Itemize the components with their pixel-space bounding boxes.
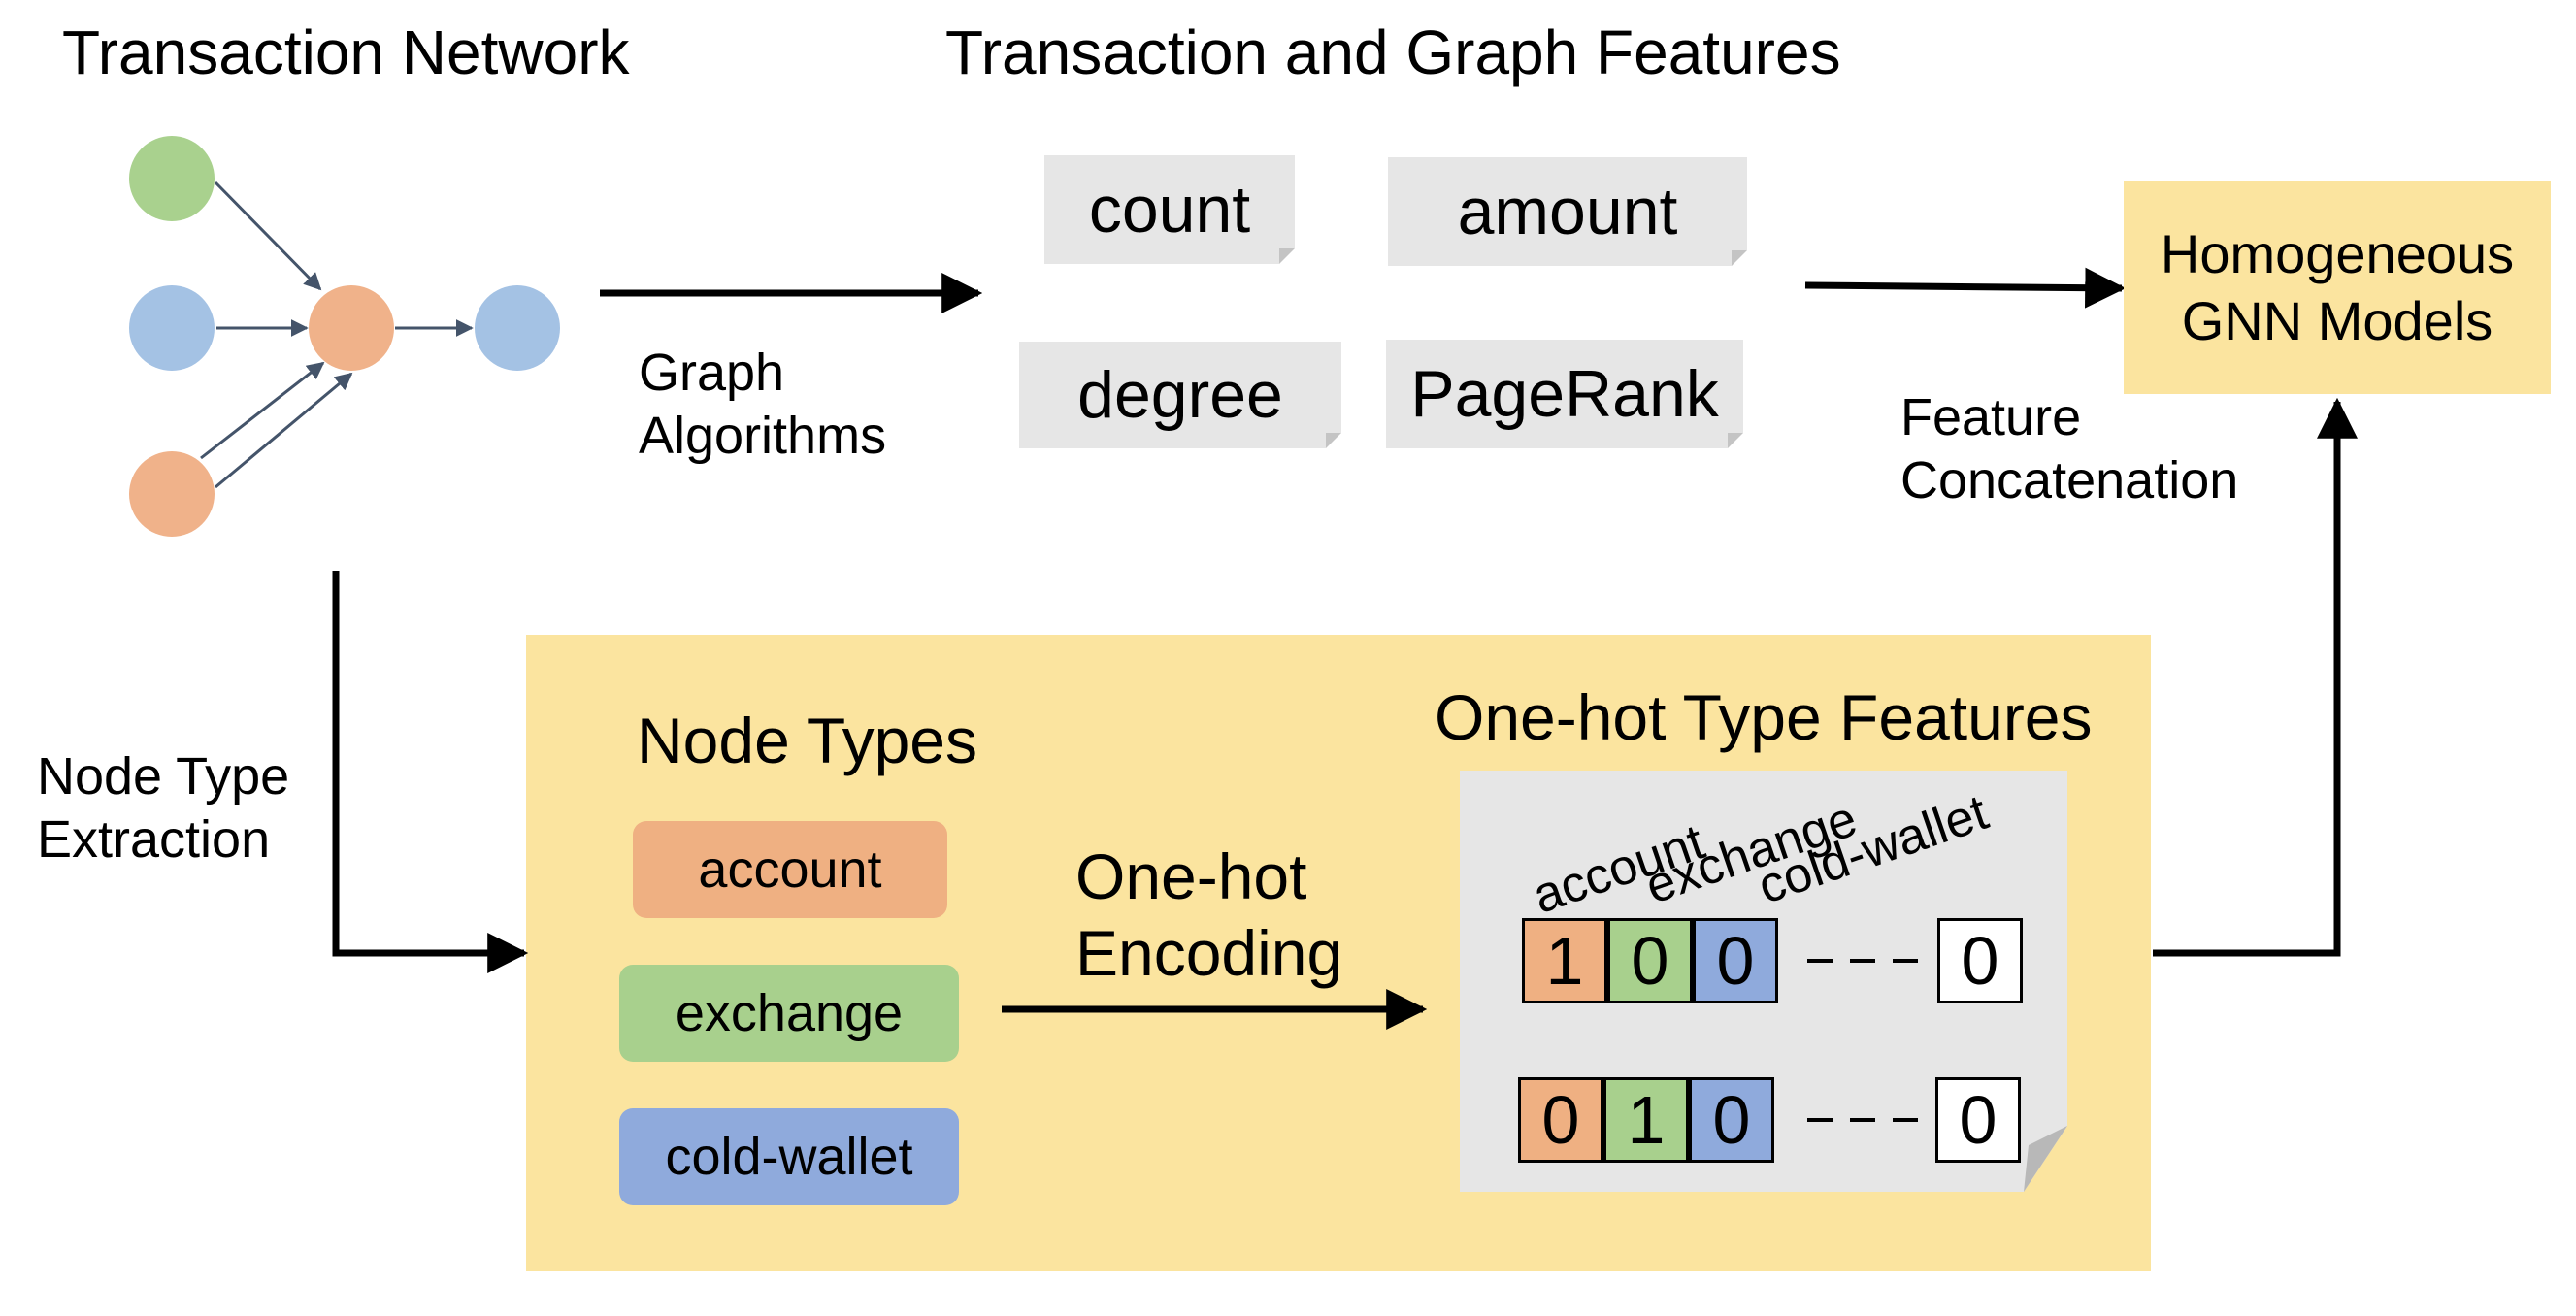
- onehot-cell: 0: [1689, 1077, 1774, 1163]
- feature-note-amount: amount: [1388, 157, 1747, 266]
- node-type-extraction-arrow: [332, 571, 529, 973]
- network-node-blue-right: [475, 285, 560, 371]
- network-node-orange-center: [309, 285, 394, 371]
- feature-note-pagerank: PageRank: [1386, 340, 1743, 448]
- onehot-cell: 0: [1937, 918, 2023, 1003]
- node-type-label: cold-wallet: [665, 1128, 913, 1186]
- note-fold: [1279, 248, 1295, 264]
- onehot-cell: 1: [1522, 918, 1607, 1003]
- network-node-orange-bottom: [129, 451, 215, 537]
- feature-label: PageRank: [1410, 357, 1719, 431]
- feature-label: amount: [1457, 175, 1678, 248]
- feature-note-count: count: [1044, 155, 1295, 264]
- onehot-cell: 0: [1607, 918, 1693, 1003]
- feature-concat-arrow: [1804, 267, 2127, 309]
- panel-to-gnn-arrow: [2153, 397, 2358, 957]
- note-fold: [1732, 250, 1747, 266]
- onehot-cell: 0: [1518, 1077, 1603, 1163]
- gnn-models-box: Homogeneous GNN Models: [2124, 181, 2551, 394]
- feature-note-degree: degree: [1019, 342, 1341, 448]
- onehot-cell: 1: [1603, 1077, 1689, 1163]
- node-types-title: Node Types: [637, 705, 978, 776]
- node-type-label: account: [698, 840, 882, 899]
- node-type-extraction-label: Node Type Extraction: [37, 747, 290, 869]
- feature-label: degree: [1077, 358, 1283, 432]
- gnn-models-label: Homogeneous GNN Models: [2160, 222, 2515, 351]
- network-node-blue-left: [129, 285, 215, 371]
- network-edge: [214, 181, 322, 291]
- node-type-label: exchange: [675, 984, 904, 1042]
- graph-algorithms-label: Graph Algorithms: [639, 344, 887, 465]
- one-hot-encoding-label: One-hot Encoding: [1075, 840, 1343, 990]
- note-fold: [1326, 433, 1341, 448]
- network-edge: [200, 361, 325, 460]
- note-fold: [1728, 433, 1743, 448]
- onehot-cell: 0: [1693, 918, 1778, 1003]
- node-type-cold-wallet: cold-wallet: [619, 1108, 959, 1205]
- feature-concatenation-label: Feature Concatenation: [1900, 388, 2239, 510]
- features-title: Transaction and Graph Features: [945, 17, 1841, 87]
- node-type-account: account: [633, 821, 947, 918]
- feature-label: count: [1088, 173, 1251, 247]
- transaction-network-title: Transaction Network: [62, 17, 630, 87]
- node-type-exchange: exchange: [619, 965, 959, 1062]
- network-edge: [215, 372, 353, 489]
- onehot-features-title: One-hot Type Features: [1435, 681, 2093, 753]
- onehot-cell: 0: [1935, 1077, 2021, 1163]
- onehot-note-fold: [2024, 1126, 2067, 1192]
- network-node-green: [129, 136, 215, 221]
